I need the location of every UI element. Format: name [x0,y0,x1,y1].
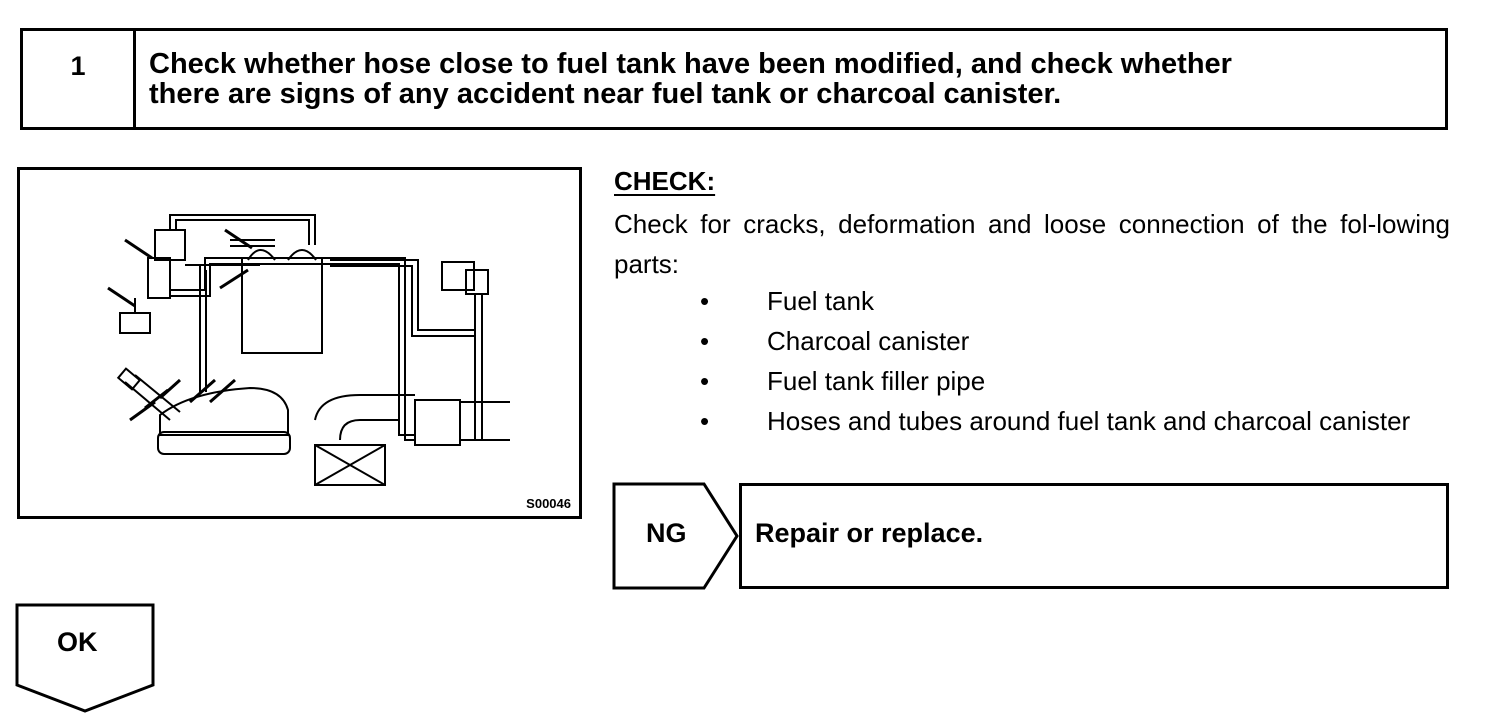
parts-list: • Fuel tank • Charcoal canister • Fuel t… [700,281,1450,441]
figure-code: S00046 [526,496,571,511]
bullet-icon: • [700,366,710,396]
ng-arrow-icon [612,482,739,590]
ng-action-box [739,483,1449,589]
check-heading: CHECK: [614,166,716,196]
list-item-text: Hoses and tubes around fuel tank and cha… [767,406,1411,436]
step-number: 1 [23,31,136,127]
ng-action-text: Repair or replace. [755,518,984,548]
list-item-text: Charcoal canister [767,326,970,356]
check-intro: Check for cracks, deformation and loose … [614,209,1450,279]
fuel-system-illustration [107,214,510,486]
ok-label: OK [57,627,98,657]
bullet-icon: • [700,406,710,436]
list-item: • Fuel tank [700,281,1450,321]
step-title-line-1: Check whether hose close to fuel tank ha… [149,48,1232,80]
bullet-icon: • [700,286,710,316]
list-item-text: Fuel tank filler pipe [767,366,986,396]
list-item: • Charcoal canister [700,321,1450,361]
ok-arrow-icon [15,603,155,713]
ng-label: NG [646,518,687,548]
list-item-text: Fuel tank [767,286,874,316]
fuel-system-diagram: S00046 [17,167,582,519]
list-item: • Fuel tank filler pipe [700,361,1450,401]
step-title: Check whether hose close to fuel tank ha… [136,31,1445,127]
list-item: • Hoses and tubes around fuel tank and c… [700,401,1450,441]
bullet-icon: • [700,326,710,356]
step-title-line-2: there are signs of any accident near fue… [149,78,1062,110]
step-header: 1 Check whether hose close to fuel tank … [20,28,1448,130]
